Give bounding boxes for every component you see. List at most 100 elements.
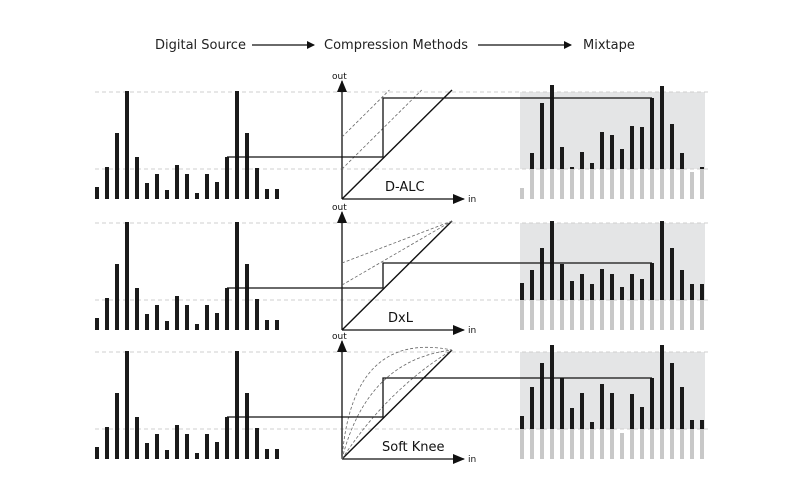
input-bar bbox=[235, 351, 239, 459]
output-bar-below-threshold bbox=[650, 429, 654, 459]
transfer-curve-dashed bbox=[341, 349, 453, 460]
output-bar-below-threshold bbox=[580, 429, 584, 459]
input-bar bbox=[155, 305, 159, 330]
input-bar bbox=[225, 417, 229, 459]
in-axis-label: in bbox=[468, 195, 476, 205]
output-bar bbox=[680, 153, 684, 169]
output-bar-below-threshold bbox=[550, 300, 554, 330]
output-bar bbox=[590, 284, 594, 300]
output-bar-below-threshold bbox=[660, 169, 664, 199]
input-bar bbox=[245, 393, 249, 459]
output-bar-below-threshold bbox=[650, 300, 654, 330]
output-bar bbox=[520, 283, 524, 300]
input-bar bbox=[205, 434, 209, 459]
output-bar bbox=[640, 127, 644, 169]
output-bar bbox=[560, 147, 564, 169]
out-axis-label: out bbox=[332, 332, 347, 342]
output-bar-below-threshold bbox=[620, 169, 624, 199]
input-bar bbox=[175, 296, 179, 330]
output-bar bbox=[620, 287, 624, 300]
output-bar bbox=[580, 393, 584, 429]
output-bar-below-threshold bbox=[680, 300, 684, 330]
output-bar-below-threshold bbox=[540, 429, 544, 459]
output-bar bbox=[590, 163, 594, 169]
input-bar bbox=[115, 133, 119, 199]
output-bar bbox=[570, 408, 574, 429]
output-bar-below-threshold bbox=[530, 429, 534, 459]
output-bar-below-threshold bbox=[560, 169, 564, 199]
input-bar bbox=[145, 443, 149, 459]
output-bar-below-threshold bbox=[610, 169, 614, 199]
output-bar-below-threshold bbox=[630, 429, 634, 459]
transfer-curve-dashed bbox=[341, 89, 423, 170]
output-bar-below-threshold bbox=[560, 300, 564, 330]
output-bar-below-threshold bbox=[690, 172, 694, 199]
input-bar bbox=[115, 393, 119, 459]
method-label: D-ALC bbox=[385, 180, 425, 195]
unity-gain-line bbox=[341, 220, 453, 331]
output-bar-below-threshold bbox=[670, 169, 674, 199]
output-bar-below-threshold bbox=[550, 429, 554, 459]
output-bar-below-threshold bbox=[520, 188, 524, 199]
output-bar-below-threshold bbox=[620, 300, 624, 330]
output-bar bbox=[520, 416, 524, 429]
input-bar bbox=[95, 447, 99, 459]
input-bar bbox=[255, 428, 259, 459]
output-bar-below-threshold bbox=[590, 429, 594, 459]
input-bar bbox=[105, 167, 109, 199]
output-bar-below-threshold bbox=[640, 300, 644, 330]
input-bar bbox=[215, 182, 219, 199]
output-bar bbox=[610, 135, 614, 169]
output-bar-below-threshold bbox=[550, 169, 554, 199]
input-bar bbox=[135, 288, 139, 330]
output-bar-below-threshold bbox=[670, 300, 674, 330]
output-bar-below-threshold bbox=[540, 300, 544, 330]
transfer-curve-dashed bbox=[341, 89, 390, 138]
output-bar-below-threshold bbox=[700, 300, 704, 330]
output-bar-below-threshold bbox=[630, 169, 634, 199]
input-bar bbox=[265, 189, 269, 199]
input-bar bbox=[115, 264, 119, 330]
input-bar bbox=[185, 174, 189, 199]
output-bar-below-threshold bbox=[700, 429, 704, 459]
output-bar bbox=[640, 279, 644, 300]
output-bar bbox=[620, 149, 624, 169]
output-bar bbox=[530, 153, 534, 169]
input-bar bbox=[225, 157, 229, 199]
output-bar-below-threshold bbox=[660, 429, 664, 459]
output-bar bbox=[590, 422, 594, 429]
output-bar bbox=[530, 270, 534, 300]
output-bar bbox=[600, 269, 604, 300]
input-bar bbox=[245, 133, 249, 199]
output-bar bbox=[650, 263, 654, 300]
output-bar bbox=[660, 221, 664, 300]
input-bar bbox=[125, 91, 129, 199]
output-bar bbox=[690, 420, 694, 429]
input-bar bbox=[105, 298, 109, 330]
input-bar bbox=[95, 187, 99, 199]
output-bar bbox=[550, 221, 554, 300]
header-digital-source: Digital Source bbox=[155, 38, 246, 53]
input-bar bbox=[165, 321, 169, 330]
input-bar bbox=[265, 449, 269, 459]
output-bar bbox=[700, 284, 704, 300]
output-bar bbox=[660, 86, 664, 169]
input-bar bbox=[175, 165, 179, 199]
input-bar bbox=[155, 434, 159, 459]
input-bar bbox=[135, 417, 139, 459]
output-bar bbox=[610, 274, 614, 300]
output-bar-below-threshold bbox=[600, 300, 604, 330]
output-bar-below-threshold bbox=[660, 300, 664, 330]
input-bar bbox=[235, 91, 239, 199]
method-label: Soft Knee bbox=[382, 440, 445, 455]
input-bar bbox=[105, 427, 109, 459]
input-bar bbox=[245, 264, 249, 330]
output-bar bbox=[540, 363, 544, 429]
input-bar bbox=[225, 288, 229, 330]
output-bar bbox=[600, 132, 604, 169]
output-bar bbox=[640, 407, 644, 429]
output-bar bbox=[630, 274, 634, 300]
output-bar-below-threshold bbox=[610, 429, 614, 459]
